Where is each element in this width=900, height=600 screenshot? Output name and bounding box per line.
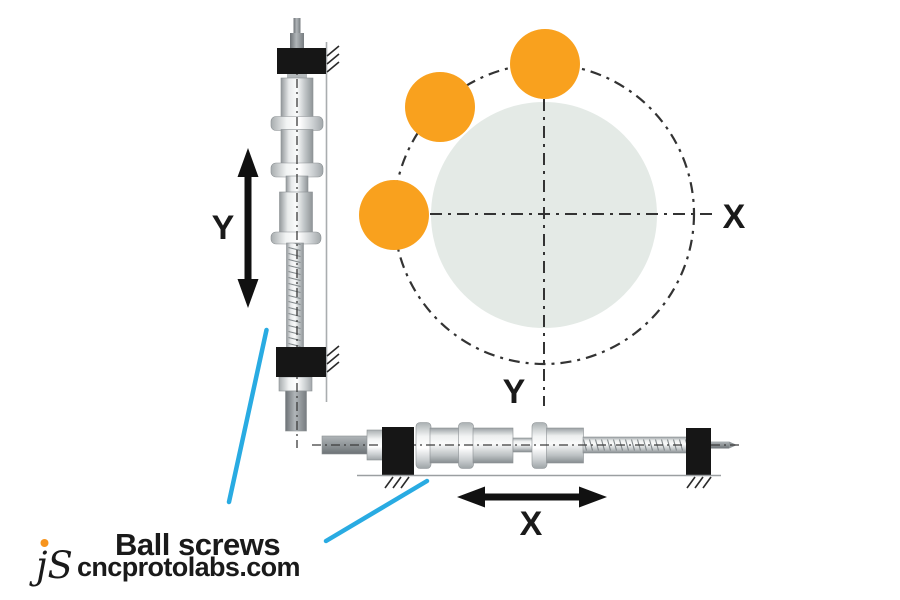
vertical-bottom-bearing-block	[276, 347, 326, 377]
vertical-screw-top-rod	[293, 18, 301, 36]
y-travel-arrow	[237, 148, 259, 308]
horizontal-ball-screw	[312, 422, 742, 489]
y-arrow-head-down	[237, 279, 259, 308]
cutter-ball-top	[510, 29, 580, 99]
y-arrow-head-up	[237, 148, 259, 177]
callout-line-horizontal-screw	[323, 478, 430, 544]
horizontal-bearing-block	[686, 428, 711, 476]
cutter-ball-upper-left	[405, 72, 475, 142]
vertical-ballnut-3	[279, 191, 313, 234]
vertical-screw-top-stub	[290, 33, 304, 49]
horizontal-right-hatch-marks	[686, 476, 712, 489]
vertical-bottom-stub	[285, 390, 307, 432]
x-arrow-shaft	[483, 493, 581, 501]
vertical-screw-neck	[287, 73, 307, 79]
y-axis-label: Y	[212, 209, 235, 247]
callout-line-vertical-screw	[226, 327, 269, 505]
vertical-screw-threads	[286, 243, 304, 348]
x-axis-label: X	[520, 505, 543, 543]
logo-mark-text: jS	[29, 544, 73, 587]
crosshair-y-label: Y	[503, 373, 526, 411]
ball-screws-caption: Ball screws	[115, 527, 280, 562]
y-arrow-shaft	[244, 175, 252, 281]
x-travel-arrow	[457, 486, 607, 508]
logo-j-dot	[40, 539, 49, 547]
vertical-flange-3	[270, 231, 322, 245]
horizontal-left-hatch-marks	[384, 476, 410, 489]
vertical-ball-screw	[270, 18, 340, 448]
tool-path-group: X Y	[359, 29, 746, 411]
crosshair-x-label: X	[723, 198, 746, 236]
cutter-ball-left	[359, 180, 429, 250]
vertical-top-bearing-block	[277, 48, 326, 74]
vertical-bottom-collar	[278, 376, 313, 392]
horizontal-motor-block	[382, 427, 414, 476]
x-arrow-head-left	[457, 486, 485, 508]
x-arrow-head-right	[579, 486, 607, 508]
logo: jS cncprotolabs.com	[29, 539, 301, 587]
vertical-bottom-hatch-marks	[326, 345, 340, 373]
logo-site-text: cncprotolabs.com	[77, 552, 300, 582]
vertical-top-hatch-marks	[326, 45, 340, 73]
